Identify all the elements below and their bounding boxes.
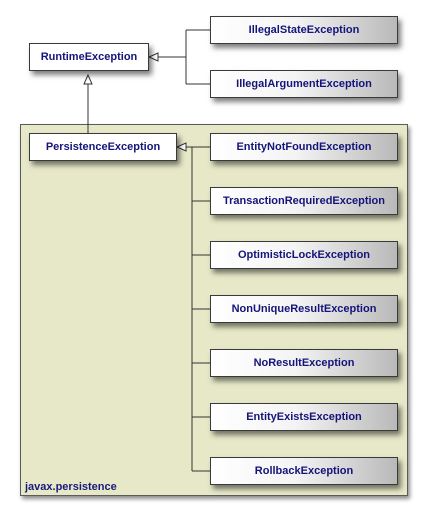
class-persistence-exception[interactable]: PersistenceException <box>29 133 177 161</box>
class-non-unique-result-exception[interactable]: NonUniqueResultException <box>210 295 398 323</box>
inheritance-arrowhead-persistence-right <box>175 142 187 152</box>
inheritance-arrowhead-runtime-right <box>147 52 159 62</box>
package-label: javax.persistence <box>25 481 117 493</box>
inheritance-arrowhead-runtime-bottom <box>83 73 93 85</box>
class-no-result-exception[interactable]: NoResultException <box>210 349 398 377</box>
class-transaction-required-exception[interactable]: TransactionRequiredException <box>210 187 398 215</box>
class-entity-not-found-exception[interactable]: EntityNotFoundException <box>210 133 398 161</box>
class-rollback-exception[interactable]: RollbackException <box>210 457 398 485</box>
class-runtime-exception[interactable]: RuntimeException <box>29 43 149 71</box>
class-illegal-argument-exception[interactable]: IllegalArgumentException <box>210 70 398 98</box>
class-illegal-state-exception[interactable]: IllegalStateException <box>210 16 398 44</box>
class-optimistic-lock-exception[interactable]: OptimisticLockException <box>210 241 398 269</box>
class-entity-exists-exception[interactable]: EntityExistsException <box>210 403 398 431</box>
